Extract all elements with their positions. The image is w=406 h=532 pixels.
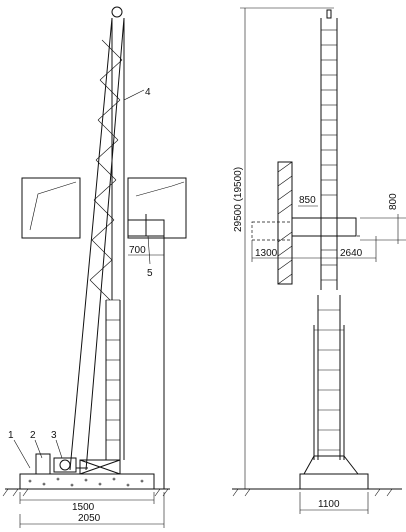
winch-motor [53, 457, 77, 473]
boom-lacing [89, 39, 123, 301]
dim-1300: 1300 [255, 248, 278, 259]
foundation-slab [19, 473, 155, 490]
right-mast-head [326, 9, 332, 19]
control-cabinet [35, 453, 51, 475]
building-wall [277, 161, 293, 285]
wall-hatch [277, 161, 293, 285]
dim-700: 700 [129, 245, 146, 256]
dim-1100: 1100 [318, 499, 340, 510]
wall-panel-left [21, 177, 81, 239]
platform-solid [291, 217, 357, 237]
mast-base-frame [79, 459, 121, 475]
ground-hatch-left [2, 488, 169, 497]
wall-panel-left-mark [29, 181, 77, 231]
callout-5: 5 [147, 268, 153, 279]
dim-800: 800 [388, 193, 399, 210]
right-base-legs [303, 455, 359, 475]
mast-head-sheave [111, 6, 123, 18]
dim-total-height: 29500 (19500) [233, 167, 244, 232]
boom-left-chord [69, 17, 113, 471]
right-mast-rungs [321, 29, 337, 281]
wall-panel-right-mark [135, 181, 185, 197]
left-view: 1 2 3 4 5 700 1500 2050 [2, 6, 187, 528]
ground-hatch-right [232, 488, 393, 497]
callout-4: 4 [145, 87, 151, 98]
dim-850: 850 [299, 195, 316, 206]
right-view: 29500 (19500) [232, 7, 406, 514]
boom-right-chord [85, 17, 125, 471]
callout-2: 2 [30, 430, 36, 441]
foundation-slab-right [299, 473, 369, 490]
right-lower-mast-rungs [314, 309, 344, 451]
platform-dashed-left [251, 221, 293, 241]
dim-2640: 2640 [340, 248, 363, 259]
wall-panel-right [127, 177, 187, 239]
lower-mast-rungs [106, 299, 120, 441]
foundation-texture [28, 477, 144, 487]
dim-2050: 2050 [78, 513, 101, 524]
callout-1: 1 [8, 430, 14, 441]
winch-drum [59, 459, 71, 471]
callout-3: 3 [51, 430, 57, 441]
dim-1500: 1500 [72, 502, 95, 513]
